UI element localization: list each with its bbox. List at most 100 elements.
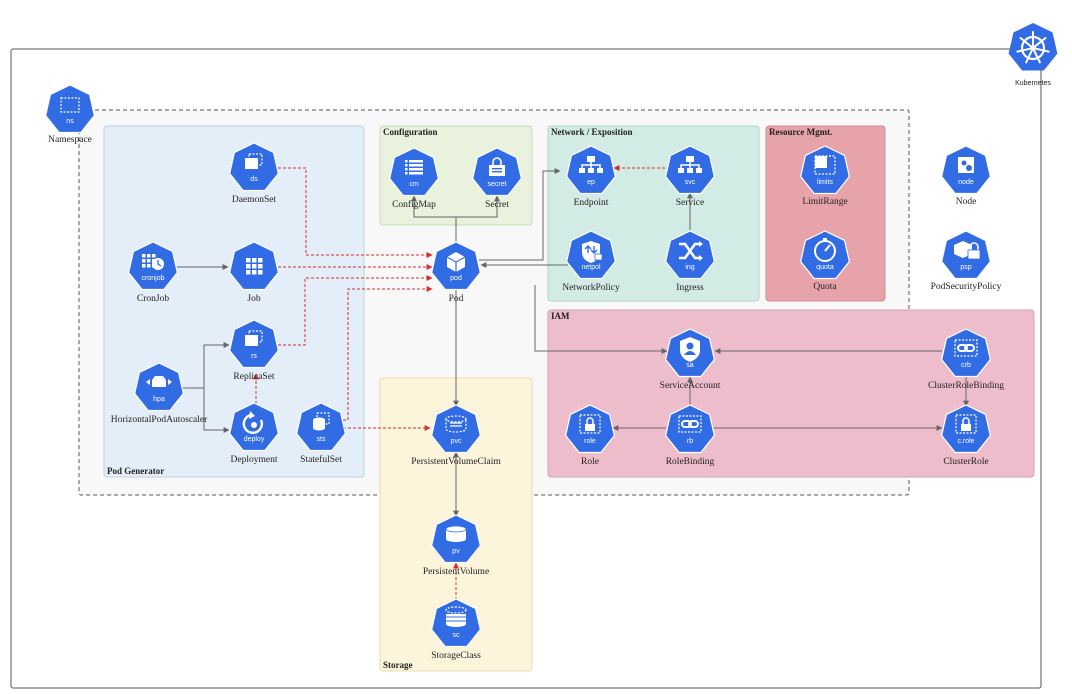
psp-glyph [954,241,981,260]
node-label: Node [956,197,977,207]
ns-label: Namespace [48,135,92,145]
pod-glyph [446,252,466,272]
kubernetes-helm-spokes [1016,31,1050,64]
ep-tag: ep [587,179,595,186]
sa-tag: sa [686,362,694,369]
clusterrolebinding-icon [940,328,992,378]
group-title: IAM [551,311,570,321]
edge-rs-pod [278,275,433,346]
cm-glyph [405,160,423,175]
deploy-tag: deploy [244,436,265,443]
rs-glyph [245,330,263,346]
cm-label: ConfigMap [392,199,436,210]
pv-glyph [445,525,467,542]
ds-tag: ds [250,176,258,183]
hpa-glyph [146,376,172,387]
cronjob-tag: cronjob [142,275,165,282]
edge-hpa-rs [182,342,230,389]
namespace-icon [44,84,96,134]
deploy-label: Deployment [231,455,278,465]
rs-label: ReplicaSet [233,372,275,382]
pod-tag: pod [450,275,462,282]
pvc-label: PersistentVolumeClaim [411,457,501,467]
edge-hpa-deploy [203,388,230,433]
crb-tag: crb [961,362,971,369]
cronjob-label: CronJob [137,294,169,304]
limitrange-icon [799,145,851,195]
group-title: Resource Mgmt. [769,127,832,137]
deploy-glyph [242,411,263,434]
sc-glyph [445,606,467,627]
job-label: Job [247,294,260,304]
limits-glyph [814,155,836,175]
ns-tag: ns [66,118,74,125]
pod-label: Pod [449,294,464,304]
quota-glyph [814,238,836,262]
group-title: Configuration [383,127,438,137]
rs-tag: rs [251,353,257,360]
group-title: Pod Generator [107,466,164,476]
sts-glyph [313,412,330,431]
ep-label: Endpoint [574,198,609,208]
group-title: Network / Exposition [551,127,633,137]
ds-glyph [245,153,263,169]
edge-ds-pod [278,167,433,258]
pvc-icon [430,404,482,454]
configmap-icon [388,147,440,197]
psp-tag: psp [960,264,971,271]
kubernetes-label: Kubernetes [1015,80,1051,87]
netpol-glyph [582,241,603,263]
edge-pod-sa [534,285,668,354]
netpol-tag: netpol [581,264,601,271]
crole-label: ClusterRole [943,457,988,467]
kubernetes-helm-hub [1030,45,1036,51]
edge-pod-ep [479,168,561,261]
secret-tag: secret [487,181,506,188]
ds-label: DaemonSet [232,195,277,205]
quota-icon [799,230,851,280]
role-glyph [579,414,601,434]
sts-label: StatefulSet [300,454,342,465]
group-title: Storage [383,660,413,670]
crb-label: ClusterRoleBinding [928,381,1004,391]
role-label: Role [581,457,599,467]
netpol-label: NetworkPolicy [562,283,620,293]
ing-tag: ing [685,264,694,271]
psp-label: PodSecurityPolicy [931,282,1002,292]
pvc-tag: pvc [451,438,462,445]
limits-tag: limits [817,179,833,186]
cronjob-glyph [142,254,164,270]
quota-label: Quota [813,282,837,292]
rb-tag: rb [687,438,693,445]
pv-tag: pv [452,548,460,555]
svc-label: Service [676,198,705,208]
svc-tag: svc [685,179,696,186]
node-job[interactable]: Job [228,241,280,304]
